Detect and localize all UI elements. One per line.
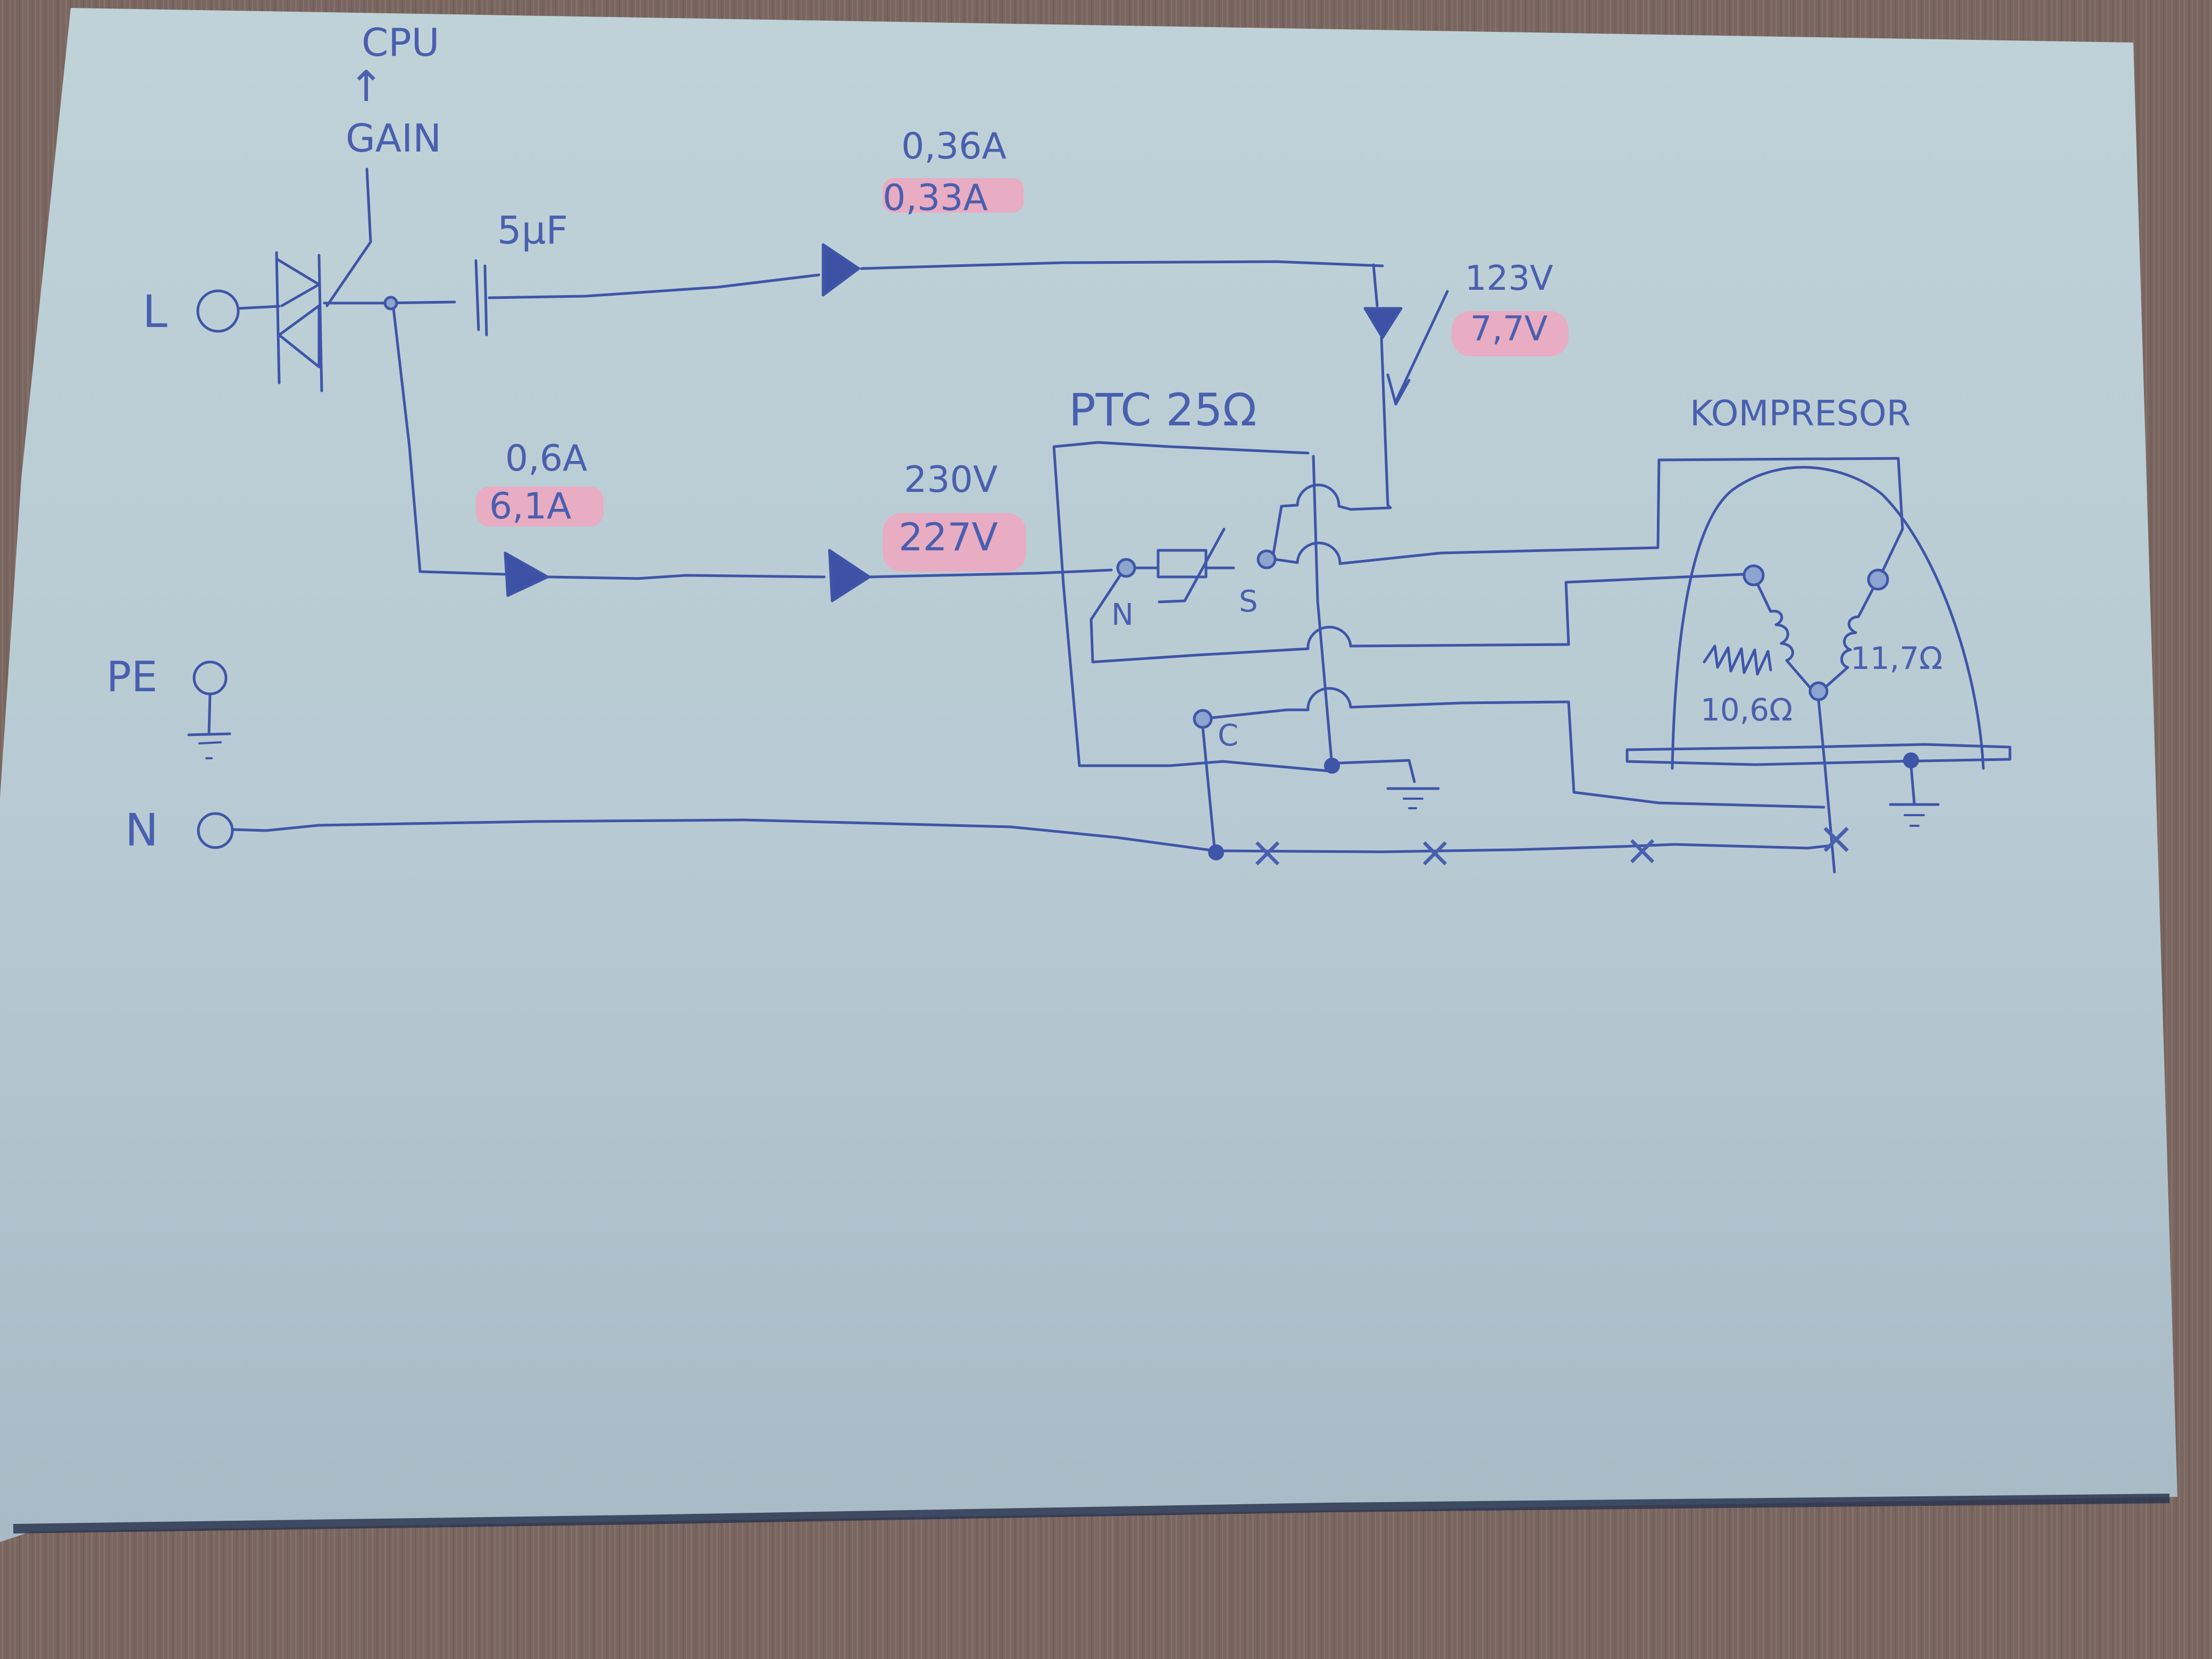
ptc-thermistor-icon bbox=[1134, 527, 1235, 604]
ptc-terminal-n-label: N bbox=[1111, 598, 1134, 632]
winding-right-resistance: 11,7Ω bbox=[1850, 640, 1942, 676]
main-branch-wire bbox=[392, 307, 1113, 580]
start-branch-wire bbox=[1349, 263, 1392, 511]
compressor-title: KOMPRESOR bbox=[1690, 393, 1911, 434]
main-current-measured: 6,1A bbox=[489, 485, 572, 527]
ptc-terminal-s-label: S bbox=[1239, 584, 1258, 619]
line-terminal-icon bbox=[196, 289, 240, 333]
ptc-vertical-bus bbox=[1312, 455, 1334, 767]
compressor-ground-wire bbox=[1909, 764, 1916, 805]
ptc-terminal-c-label: C bbox=[1218, 718, 1238, 753]
ptc-n-loop-wire bbox=[1090, 573, 1570, 664]
compressor-winding-left-icon bbox=[1756, 582, 1815, 693]
ptc-terminal-c bbox=[1193, 709, 1213, 729]
neutral-junction bbox=[1208, 844, 1224, 860]
compressor-winding-right-icon bbox=[1822, 588, 1874, 690]
gain-label: GAIN bbox=[346, 116, 441, 161]
ptc-s-compressor-wire bbox=[1273, 457, 1904, 565]
compressor-housing bbox=[1671, 466, 1985, 770]
compressor-terminal-common bbox=[1808, 681, 1829, 701]
highlight-start-voltage bbox=[1452, 311, 1569, 356]
voltmeter-arrow-icon bbox=[1386, 290, 1449, 406]
break-mark-icon: × bbox=[1417, 827, 1453, 877]
ptc-s-start-wire bbox=[1272, 483, 1352, 555]
earth-terminal-wire bbox=[207, 692, 212, 735]
gate-arrow-icon: ↑ bbox=[348, 62, 384, 111]
highlight-main-current bbox=[476, 487, 604, 526]
diode-main-2-icon bbox=[828, 549, 871, 602]
paper-sheet bbox=[0, 8, 2177, 1542]
cpu-label: CPU bbox=[362, 20, 439, 65]
main-current-original: 0,6A bbox=[505, 438, 588, 480]
break-mark-icon: × bbox=[1250, 827, 1285, 877]
start-voltage-measured: 7,7V bbox=[1470, 309, 1548, 349]
break-mark-icon: × bbox=[1817, 812, 1855, 864]
break-mark-icon: × bbox=[1624, 825, 1660, 875]
diode-main-1-icon bbox=[504, 551, 549, 597]
gate-wire bbox=[325, 167, 372, 307]
diode-cap-branch-icon bbox=[822, 243, 860, 297]
cap-current-original: 0,36A bbox=[901, 125, 1007, 167]
paper-bottom-edge bbox=[13, 1494, 2170, 1534]
triac-icon bbox=[275, 251, 323, 392]
line-wire bbox=[237, 305, 281, 310]
compressor-earth-icon bbox=[1889, 803, 1940, 827]
ptc-title: PTC 25Ω bbox=[1069, 384, 1256, 436]
earth-symbol-icon bbox=[187, 732, 231, 759]
highlight-cap-current bbox=[883, 178, 1024, 213]
neutral-terminal-label: N bbox=[125, 804, 158, 856]
start-voltage-original: 123V bbox=[1465, 259, 1553, 298]
earth-terminal-label: PE bbox=[106, 653, 157, 701]
compressor-base-plate bbox=[1626, 743, 2012, 766]
capacitor-icon bbox=[474, 259, 488, 337]
winding-left-resistance: 10,6Ω bbox=[1700, 692, 1792, 728]
compressor-terminal-right bbox=[1867, 568, 1889, 591]
triac-output-wire bbox=[323, 300, 456, 305]
cap-current-measured: 0,33A bbox=[883, 177, 988, 219]
compressor-terminal-left bbox=[1742, 564, 1765, 586]
ptc-box-outline bbox=[1052, 441, 1331, 773]
diode-start-branch-icon bbox=[1363, 307, 1403, 339]
main-voltage-measured: 227V bbox=[899, 515, 998, 559]
main-voltage-original: 230V bbox=[904, 459, 998, 501]
highlight-main-voltage bbox=[883, 513, 1026, 572]
compressor-common-wire bbox=[1817, 698, 1836, 874]
ptc-ground-wire bbox=[1337, 759, 1416, 783]
compressor-left-feed-wire bbox=[1564, 573, 1746, 646]
capacitor-branch-wire bbox=[488, 260, 1384, 299]
neutral-bus-wire bbox=[231, 818, 1833, 853]
compressor-right-feed-wire bbox=[1881, 527, 1904, 573]
crossed-out-value bbox=[1703, 644, 1772, 676]
junction-dot bbox=[383, 296, 398, 311]
ptc-c-compressor-wire bbox=[1210, 687, 1825, 809]
neutral-break-marks: × × × × bbox=[1250, 812, 1855, 877]
line-terminal-label: L bbox=[143, 286, 167, 338]
ptc-earth-icon bbox=[1386, 787, 1440, 809]
capacitor-label: 5µF bbox=[497, 208, 568, 253]
ptc-c-neutral-wire bbox=[1201, 726, 1217, 855]
ptc-ground-junction bbox=[1324, 758, 1340, 774]
